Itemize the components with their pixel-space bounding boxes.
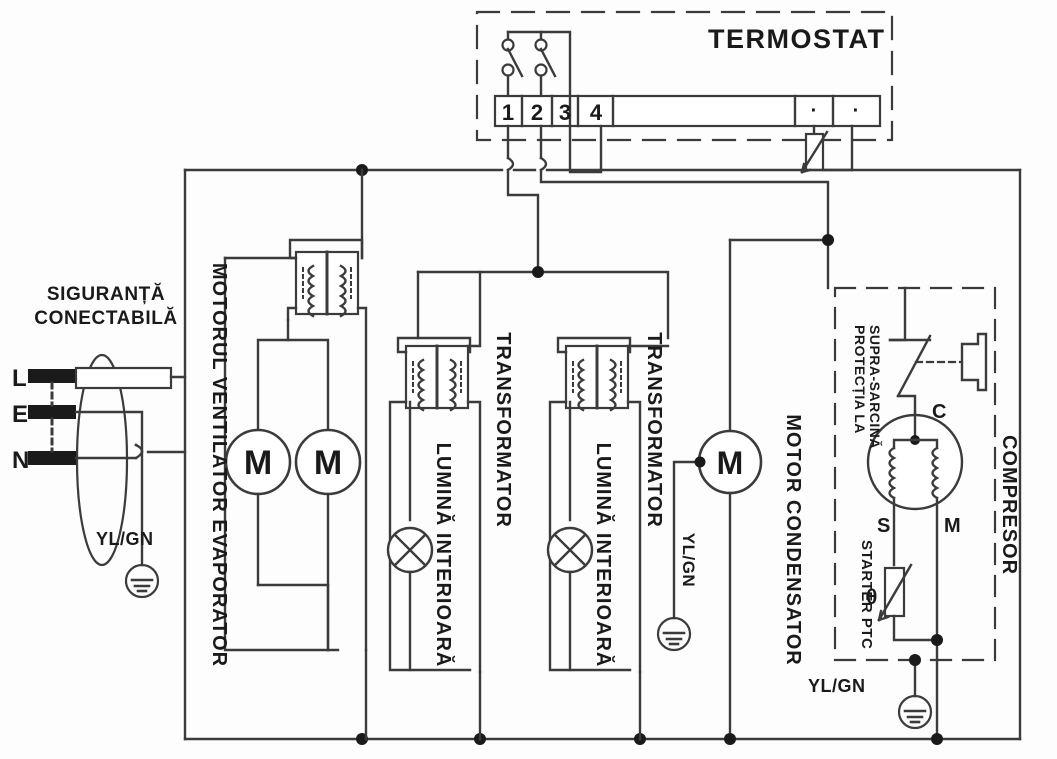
- ptc-starter-group: [877, 563, 943, 646]
- transformer-2-light-2-group: [536, 270, 670, 674]
- overload-protection-label-line2: SUPRA-SARCINĂ: [867, 325, 883, 449]
- thermostat-enclosure: [475, 10, 894, 142]
- junction-dot: [822, 234, 834, 246]
- junction-dot: [724, 733, 736, 745]
- overload-protector-group: [826, 238, 988, 414]
- fuse-plug-label-line1: SIGURANȚĂ: [47, 283, 165, 305]
- terminal-label-line: L: [12, 365, 27, 392]
- junction-dot: [931, 733, 943, 745]
- condenser-motor-glyph: M: [717, 445, 744, 481]
- evaporator-fan-motor-label: MOTORUL VENTILATOR EVAPORATOR: [208, 263, 230, 667]
- terminal-label-neutral: N: [12, 447, 29, 474]
- transformer-2-label: TRANSFORMATOR: [643, 332, 665, 528]
- terminal-number-4: 4: [590, 100, 603, 125]
- ground-wire-code-compressor: YL/GN: [808, 676, 866, 696]
- transformer-1-label: TRANSFORMATOR: [492, 332, 514, 528]
- junction-dot: [532, 266, 544, 278]
- main-bus-rails: [183, 168, 1022, 741]
- thermostat-label: TERMOSTAT: [708, 24, 885, 54]
- thermostat-sensor: [800, 124, 854, 174]
- overload-protection-label-line1: PROTECȚIA LA: [852, 325, 868, 434]
- evaporator-fan-motor-group: [223, 168, 368, 652]
- ptc-starter-label: STARTER PTC: [858, 540, 875, 649]
- evaporator-motor-glyph-1: M: [244, 444, 272, 482]
- ground-wire-code-fuse: YL/GN: [96, 529, 154, 549]
- terminal-number-3: 3: [559, 100, 571, 125]
- interior-light-1-label: LUMINĂ INTERIOARĂ: [432, 443, 455, 668]
- terminal-label-earth: E: [12, 401, 28, 428]
- compressor-terminal-s: S: [877, 515, 890, 537]
- fuse-plug-label-line2: CONECTABILĂ: [34, 307, 177, 329]
- terminal-number-2: 2: [531, 100, 543, 125]
- compressor-ground-group: [897, 654, 933, 730]
- thermostat-switch-group: [501, 30, 572, 98]
- condenser-motor-group: [656, 238, 830, 741]
- ground-wire-code-condenser: YL/GN: [679, 533, 698, 587]
- ptc-thermistor-symbol: θ: [866, 586, 877, 609]
- compressor-terminal-c: C: [932, 401, 946, 423]
- transformer-1-light-1-group: [386, 270, 540, 674]
- condenser-motor-label: MOTOR CONDENSATOR: [782, 414, 804, 665]
- evaporator-motor-glyph-2: M: [314, 444, 342, 482]
- compressor-motor-group: [866, 410, 964, 741]
- thermostat-leads: [506, 94, 830, 274]
- mains-plug-fuse-group: [28, 353, 187, 599]
- terminal-dot-2: ·: [853, 100, 860, 122]
- compressor-terminal-m: M: [944, 515, 961, 537]
- thermostat-terminal-block: [493, 94, 882, 128]
- compressor-label: COMPRESOR: [998, 435, 1020, 575]
- terminal-number-1: 1: [502, 100, 514, 125]
- terminal-dot-1: ·: [811, 100, 818, 122]
- interior-light-2-label: LUMINĂ INTERIOARĂ: [592, 443, 615, 668]
